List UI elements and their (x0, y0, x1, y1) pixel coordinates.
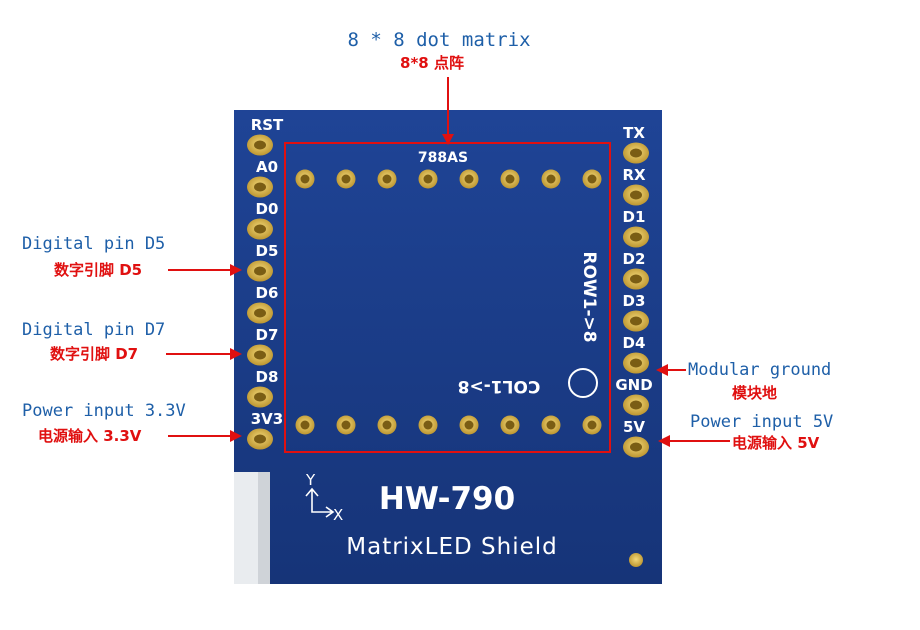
axis-x-label: X (333, 506, 343, 524)
left-pin-label-3v3: 3V3 (251, 410, 283, 428)
power5-arrow-head (658, 435, 670, 447)
matrix-bottom-pads (295, 415, 602, 435)
matrix-pad-bottom-4 (418, 415, 438, 435)
power33-label-cn: 电源输入 3.3V (38, 427, 142, 445)
d5-arrow-head (230, 264, 242, 276)
d7-label-en: Digital pin D7 (22, 320, 165, 340)
matrix-title-en: 8 * 8 dot matrix (347, 29, 530, 51)
left-pin-pad-d6 (247, 302, 273, 324)
d5-label-en: Digital pin D5 (22, 234, 165, 254)
left-pin-pad-rst (247, 134, 273, 156)
left-pin-label-d6: D6 (256, 284, 279, 302)
matrix-pad-top-3 (377, 169, 397, 189)
left-pin-pad-d8 (247, 386, 273, 408)
right-pin-label-5v: 5V (623, 418, 645, 436)
matrix-pad-bottom-3 (377, 415, 397, 435)
d7-arrow-head (230, 348, 242, 360)
left-pin-label-d8: D8 (256, 368, 279, 386)
col-label: COL1->8 (458, 376, 541, 396)
gnd-label-cn: 模块地 (732, 384, 777, 402)
chip-label: 788AS (418, 150, 468, 166)
matrix-pad-bottom-2 (336, 415, 356, 435)
mounting-pad (629, 553, 643, 567)
matrix-pad-top-1 (295, 169, 315, 189)
matrix-title-cn: 8*8 点阵 (400, 54, 464, 72)
model-label: HW-790 (379, 481, 515, 517)
right-pin-pad-d1 (623, 226, 649, 248)
right-pin-pad-d2 (623, 268, 649, 290)
right-pin-pad-d4 (623, 352, 649, 374)
power5-label-cn: 电源输入 5V (732, 434, 820, 452)
matrix-pad-top-4 (418, 169, 438, 189)
left-pin-pad-3v3 (247, 428, 273, 450)
matrix-pad-bottom-5 (459, 415, 479, 435)
pcb-board (234, 110, 662, 584)
d5-label-cn: 数字引脚 D5 (54, 261, 142, 279)
matrix-pad-top-6 (500, 169, 520, 189)
matrix-pad-bottom-7 (541, 415, 561, 435)
matrix-top-pads (295, 169, 602, 189)
left-pin-label-d0: D0 (256, 200, 279, 218)
pcb-edge-strip (258, 472, 270, 584)
right-pin-pad-d3 (623, 310, 649, 332)
left-pin-pad-d7 (247, 344, 273, 366)
power33-arrow-head (230, 430, 242, 442)
matrix-pad-top-8 (582, 169, 602, 189)
matrix-pad-bottom-6 (500, 415, 520, 435)
left-pin-label-d7: D7 (256, 326, 279, 344)
left-pin-label-a0: A0 (256, 158, 278, 176)
left-pin-pad-d5 (247, 260, 273, 282)
right-pin-label-d4: D4 (623, 334, 646, 352)
power5-label-en: Power input 5V (690, 412, 833, 432)
left-pin-pad-d0 (247, 218, 273, 240)
gnd-label-en: Modular ground (688, 360, 831, 380)
origin-marker (568, 368, 598, 398)
matrix-pad-top-2 (336, 169, 356, 189)
axis-y-label: Y (305, 471, 316, 489)
gnd-arrow-head (656, 364, 668, 376)
right-pin-pad-gnd (623, 394, 649, 416)
matrix-pad-bottom-1 (295, 415, 315, 435)
left-pin-label-d5: D5 (256, 242, 279, 260)
matrix-pad-top-7 (541, 169, 561, 189)
right-pin-pad-5v (623, 436, 649, 458)
axis-arrow-icon (305, 487, 335, 518)
right-pin-pad-tx (623, 142, 649, 164)
right-pin-label-rx: RX (622, 166, 646, 184)
right-pin-label-d3: D3 (623, 292, 646, 310)
matrix-pad-bottom-8 (582, 415, 602, 435)
shield-subtitle: MatrixLED Shield (346, 534, 558, 560)
d7-label-cn: 数字引脚 D7 (50, 345, 138, 363)
right-pin-pad-rx (623, 184, 649, 206)
matrix-arrow-head (442, 134, 454, 145)
row-label: ROW1->8 (579, 251, 599, 342)
right-pin-label-d1: D1 (623, 208, 646, 226)
matrix-pad-top-5 (459, 169, 479, 189)
left-pin-pad-a0 (247, 176, 273, 198)
right-pin-label-gnd: GND (615, 376, 652, 394)
power33-label-en: Power input 3.3V (22, 401, 186, 421)
left-pin-label-rst: RST (251, 116, 284, 134)
right-pin-label-d2: D2 (623, 250, 646, 268)
right-pin-label-tx: TX (623, 124, 645, 142)
